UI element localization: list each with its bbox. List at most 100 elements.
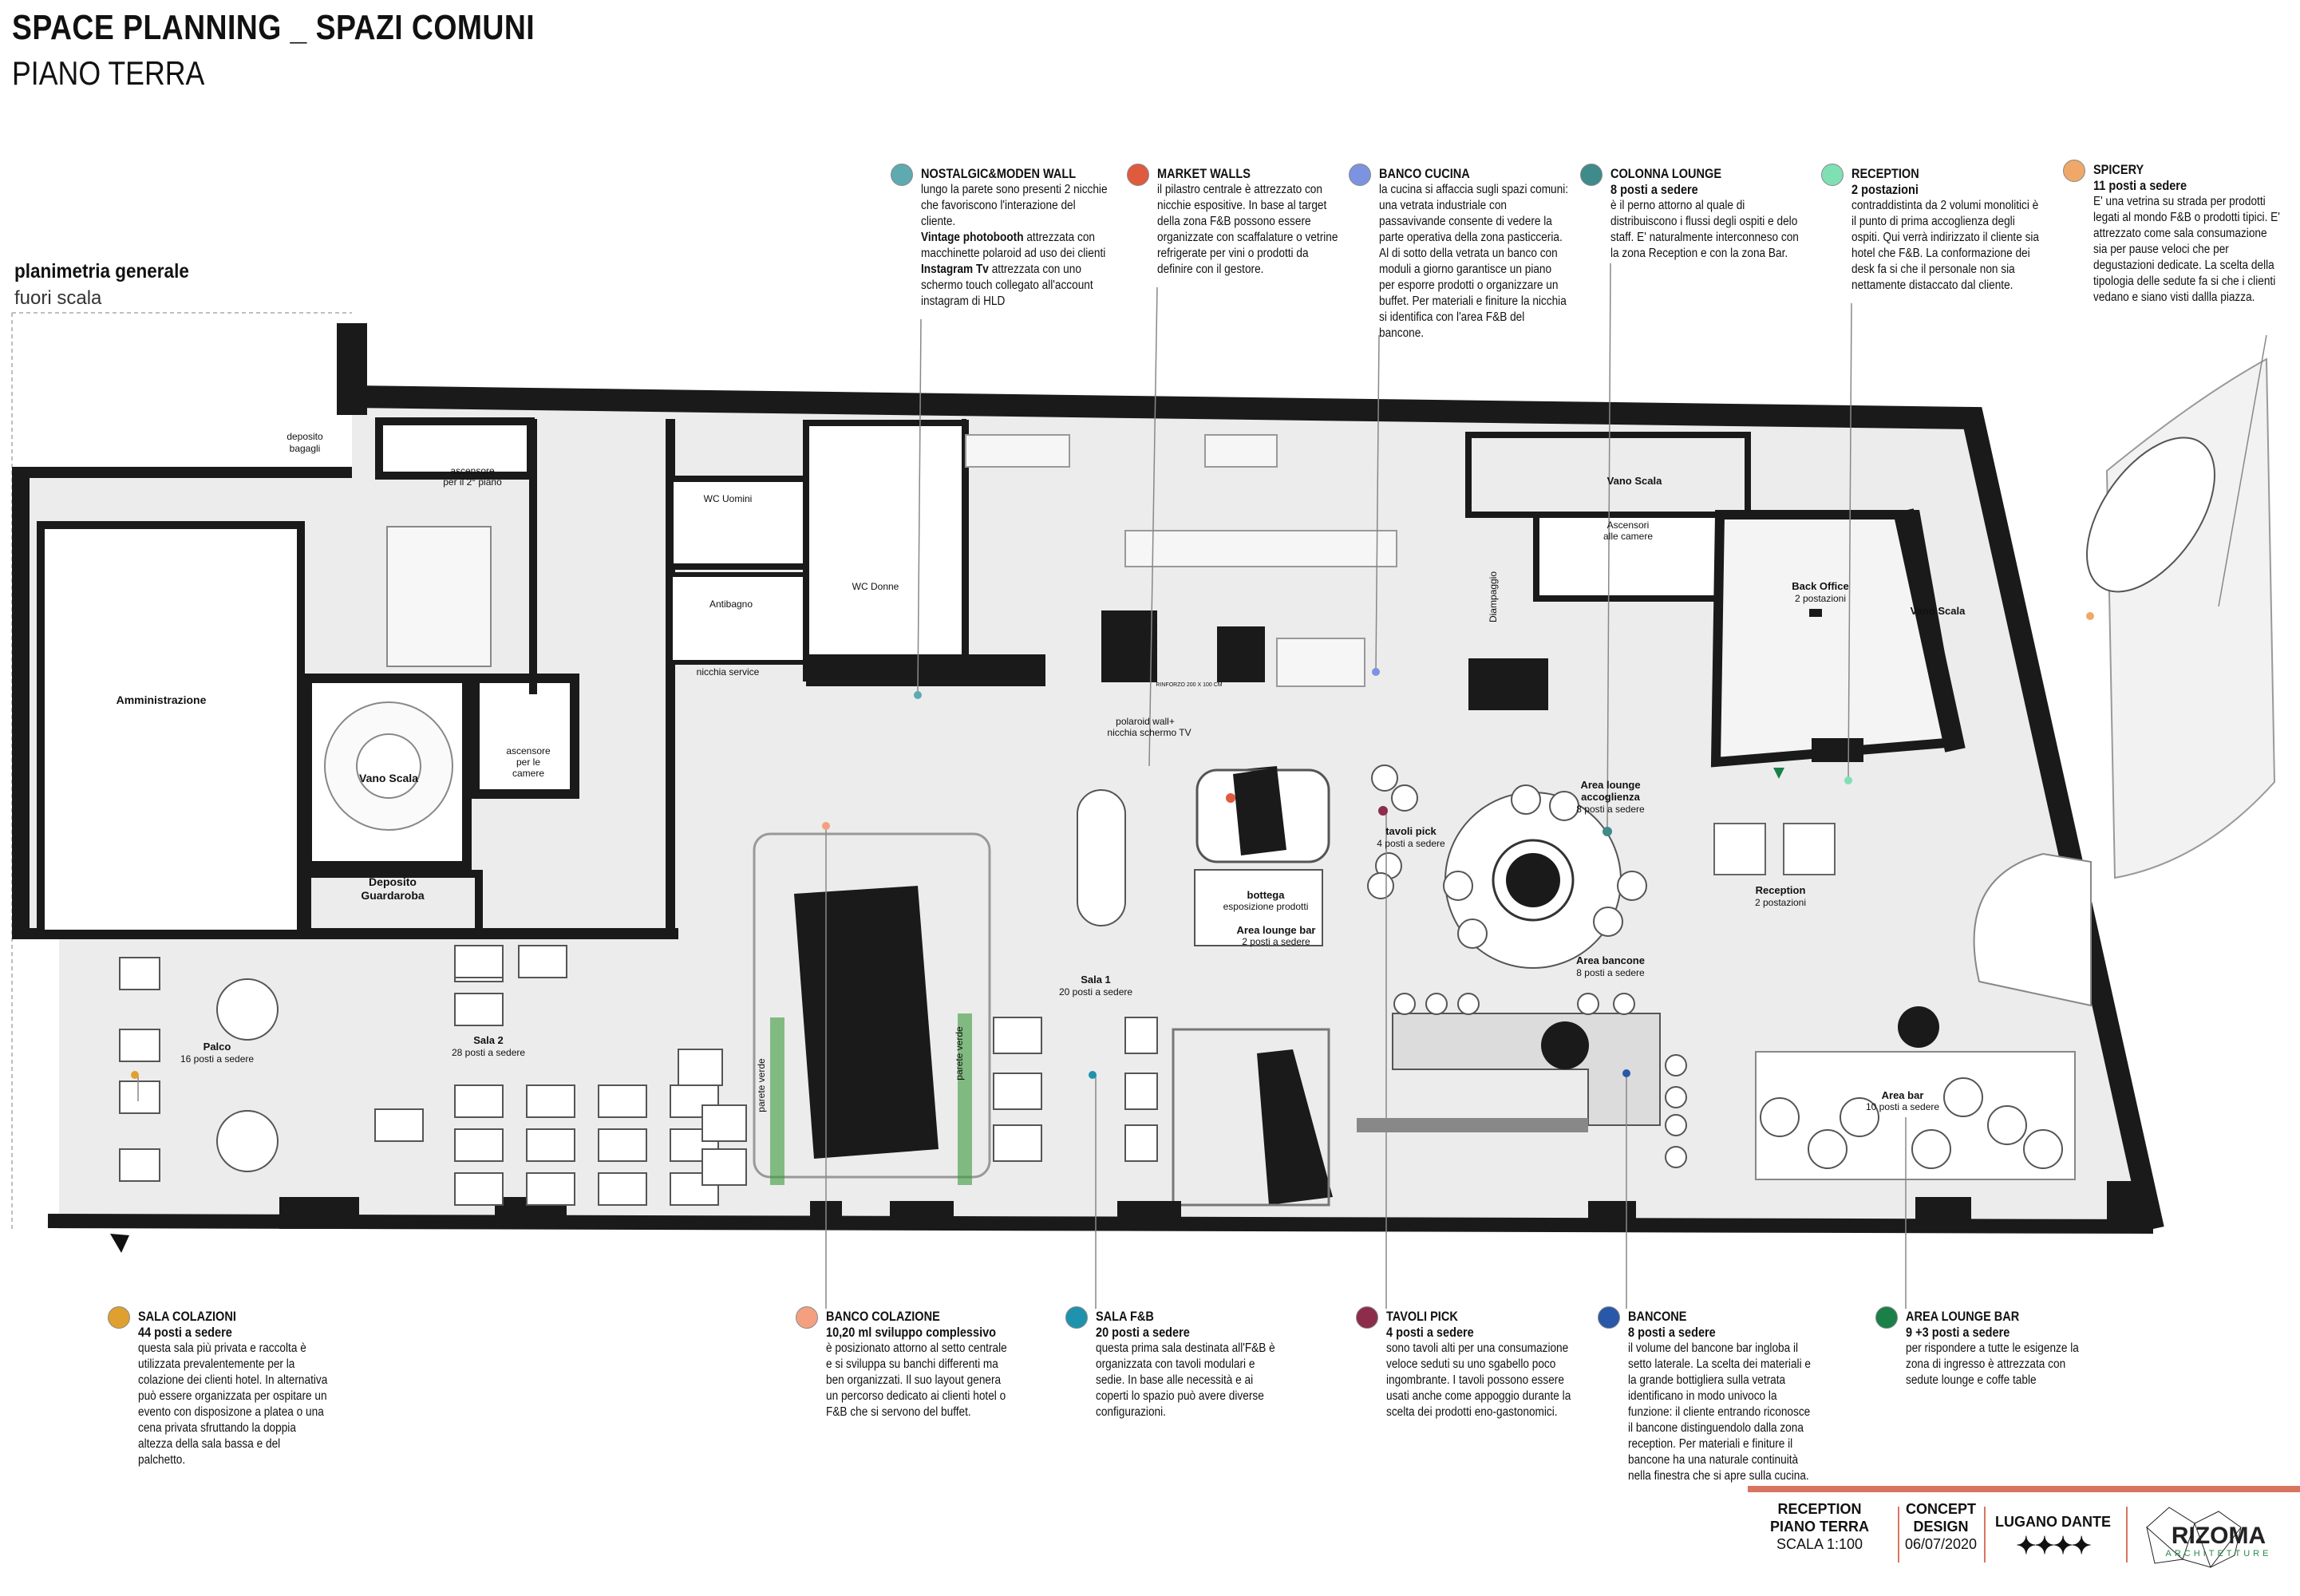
table <box>374 1108 424 1142</box>
seat <box>1760 1097 1800 1137</box>
wall-piers <box>279 1181 2151 1229</box>
label: esposizione prodotti <box>1223 901 1309 912</box>
spicery-table <box>2086 437 2215 593</box>
marker-market-walls <box>1226 793 1235 803</box>
furniture <box>119 764 2063 1206</box>
table <box>993 1073 1042 1110</box>
table <box>1124 1017 1158 1054</box>
label: 2 posti a sedere <box>1242 936 1310 947</box>
label: WC Uomini <box>704 493 753 504</box>
label: deposito <box>287 431 323 442</box>
label: Ascensori <box>1607 519 1650 531</box>
label: Guardaroba <box>361 889 425 902</box>
table <box>454 1084 504 1118</box>
label: 4 posti a sedere <box>1377 838 1445 849</box>
note-subtitle: 8 posti a sedere <box>1610 183 1698 197</box>
note-text: E' una vetrina su strada per prodotti le… <box>2093 195 2280 304</box>
table <box>1077 789 1126 926</box>
note-text: contraddistinta da 2 volumi monolitici è… <box>1851 199 2040 292</box>
seat <box>1808 1129 1848 1169</box>
label: WC Donne <box>852 581 899 592</box>
page-title: SPACE PLANNING _ SPAZI COMUNI <box>12 8 535 47</box>
note-bold: Vintage photobooth <box>921 231 1024 244</box>
marker-bancone <box>1622 1069 1630 1077</box>
note-text: è posizionato attorno al setto centrale … <box>826 1341 1007 1419</box>
seat <box>216 978 279 1041</box>
lounge-column <box>1506 853 1560 907</box>
note-title: SALA F&B <box>1096 1310 1154 1324</box>
stairs <box>324 526 492 831</box>
note-title: SALA COLAZIONI <box>138 1310 236 1324</box>
label: polaroid wall+ <box>1116 716 1175 727</box>
note-title: NOSTALGIC&MODEN WALL <box>921 167 1077 181</box>
bottom_notes-dot-3 <box>1356 1306 1378 1329</box>
label: parete verde <box>756 1058 767 1112</box>
top_notes-dot-5 <box>2063 160 2085 182</box>
note-text: attrezzata con uno schermo touch collega… <box>921 263 1093 308</box>
marker-colonna-lounge <box>1602 827 1612 836</box>
label: Vano Scala <box>1911 605 1966 617</box>
reception-desk <box>1713 823 1766 875</box>
label: Sala 2 <box>473 1034 504 1046</box>
label: alle camere <box>1603 531 1653 542</box>
marker-sala-fb <box>1089 1071 1097 1079</box>
note-text: questa prima sala destinata all'F&B è or… <box>1096 1341 1275 1419</box>
label: 8 posti a sedere <box>1576 804 1645 815</box>
seat <box>1665 1054 1687 1077</box>
label: Diampaggio <box>1488 571 1499 622</box>
label: Vano Scala <box>359 772 418 784</box>
reception-desk <box>1783 823 1836 875</box>
label: ascensore <box>450 465 495 476</box>
label: Palco <box>204 1041 231 1053</box>
tb-text: CONCEPT <box>1905 1501 1976 1517</box>
table <box>993 1124 1042 1162</box>
table <box>119 1148 160 1182</box>
note-title: TAVOLI PICK <box>1386 1310 1458 1324</box>
marker-banco-colazione <box>822 822 830 830</box>
label: ascensore <box>506 745 551 757</box>
note-subtitle: 2 postazioni <box>1851 183 1919 197</box>
marker-reception <box>1844 776 1852 784</box>
seat <box>1391 784 1418 812</box>
tb-text: DESIGN <box>1913 1519 1969 1535</box>
table <box>526 1128 575 1162</box>
label: nicchia service <box>697 666 760 678</box>
leader-lines <box>137 263 2267 1309</box>
note-title: BANCO COLAZIONE <box>826 1310 940 1324</box>
seat <box>1665 1114 1687 1136</box>
seat <box>1577 993 1599 1015</box>
title-block-phase: CONCEPT DESIGN 06/07/2020 <box>1901 1500 1981 1553</box>
bottom_notes-dot-1 <box>796 1306 818 1329</box>
note-text: per rispondere a tutte le esigenze la zo… <box>1906 1341 2079 1387</box>
seat <box>1943 1077 1983 1117</box>
marker-spicery <box>2086 612 2094 620</box>
seat <box>1393 993 1416 1015</box>
central-column <box>794 886 939 1159</box>
spicery-area <box>2105 358 2276 879</box>
table <box>1124 1124 1158 1162</box>
note-title: AREA LOUNGE BAR <box>1906 1310 2020 1324</box>
note-text: lungo la parete sono presenti 2 nicchie … <box>921 183 1108 228</box>
note-text: attrezzata con macchinette polaroid ad u… <box>921 231 1106 260</box>
top_notes-dot-3 <box>1580 164 1602 186</box>
label: bottega <box>1247 889 1286 901</box>
marker-banco-cucina <box>1372 668 1380 676</box>
title-block-accent <box>1748 1486 2300 1492</box>
table <box>598 1172 647 1206</box>
note-bold: Instagram Tv <box>921 263 989 276</box>
kitchen-fixtures <box>965 434 1397 687</box>
label: 10 posti a sedere <box>1866 1101 1939 1112</box>
note-text: questa sala più privata e raccolta è uti… <box>138 1341 328 1467</box>
label: per il 2° piano <box>443 476 502 488</box>
star-rating-icon: ✦✦✦✦ <box>2016 1533 2092 1559</box>
note-title: BANCO CUCINA <box>1379 167 1470 181</box>
logo-subtext: ARCHITETTURE <box>2166 1549 2272 1558</box>
table <box>678 1049 723 1086</box>
label: accoglienza <box>1581 791 1640 803</box>
note-text: il volume del bancone bar ingloba il set… <box>1628 1341 1811 1483</box>
marker-nostalgic-wall <box>914 691 922 699</box>
